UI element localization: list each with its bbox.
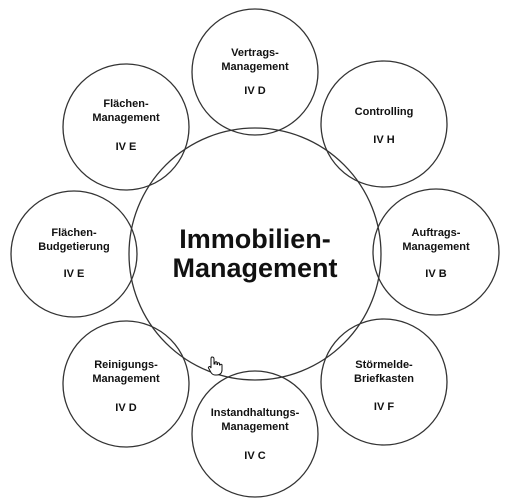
satellite-label-code: IV F (374, 401, 394, 413)
center-label-line-1: Immobilien- (179, 224, 331, 254)
satellite-label-line-2: Management (221, 421, 289, 433)
satellite-label-code: IV B (425, 268, 446, 280)
satellite-label-code: IV D (115, 402, 136, 414)
center-circle (128, 127, 382, 381)
satellite-label-line-1: Controlling (355, 106, 414, 118)
satellite-vertrags: Vertrags- Management IV D (191, 8, 319, 136)
satellite-circle (191, 8, 319, 136)
satellite-circle (320, 60, 448, 188)
satellite-label-line-2: Management (402, 241, 470, 253)
satellite-label-line-1: Auftrags- (412, 227, 461, 239)
satellite-label-line-2: Briefkasten (354, 373, 414, 385)
satellite-label-line-2: Budgetierung (38, 241, 110, 253)
hand-pointer-icon (207, 356, 223, 376)
satellite-label-line-2: Management (221, 61, 289, 73)
satellite-reinigung: Reinigungs- Management IV D (62, 320, 190, 448)
satellite-circle (10, 190, 138, 318)
center-node: Immobilien- Management (128, 127, 382, 381)
satellite-label-code: IV E (64, 268, 85, 280)
satellite-circle (62, 63, 190, 191)
satellite-flaechen: Flächen- Management IV E (62, 63, 190, 191)
satellite-auftrags: Auftrags- Management IV B (372, 188, 500, 316)
center-label-line-2: Management (172, 253, 337, 283)
satellite-label-code: IV E (116, 141, 137, 153)
satellite-label-line-2: Management (92, 112, 160, 124)
satellite-circle (320, 318, 448, 446)
satellite-stoermelde: Störmelde- Briefkasten IV F (320, 318, 448, 446)
satellite-circle (372, 188, 500, 316)
satellite-label-line-1: Flächen- (103, 98, 149, 110)
satellite-label-line-1: Reinigungs- (94, 359, 158, 371)
satellite-instandhaltung: Instandhaltungs- Management IV C (191, 370, 319, 498)
satellite-label-line-1: Vertrags- (231, 47, 279, 59)
satellite-controlling: Controlling IV H (320, 60, 448, 188)
satellite-label-line-1: Instandhaltungs- (211, 407, 300, 419)
satellite-label-code: IV H (373, 134, 394, 146)
satellite-circle (62, 320, 190, 448)
satellite-label-code: IV D (244, 85, 265, 97)
satellite-label-line-2: Management (92, 373, 160, 385)
satellite-label-code: IV C (244, 450, 265, 462)
satellite-budget: Flächen- Budgetierung IV E (10, 190, 138, 318)
satellite-circle (191, 370, 319, 498)
satellite-label-line-1: Störmelde- (355, 359, 413, 371)
satellite-label-line-1: Flächen- (51, 227, 97, 239)
